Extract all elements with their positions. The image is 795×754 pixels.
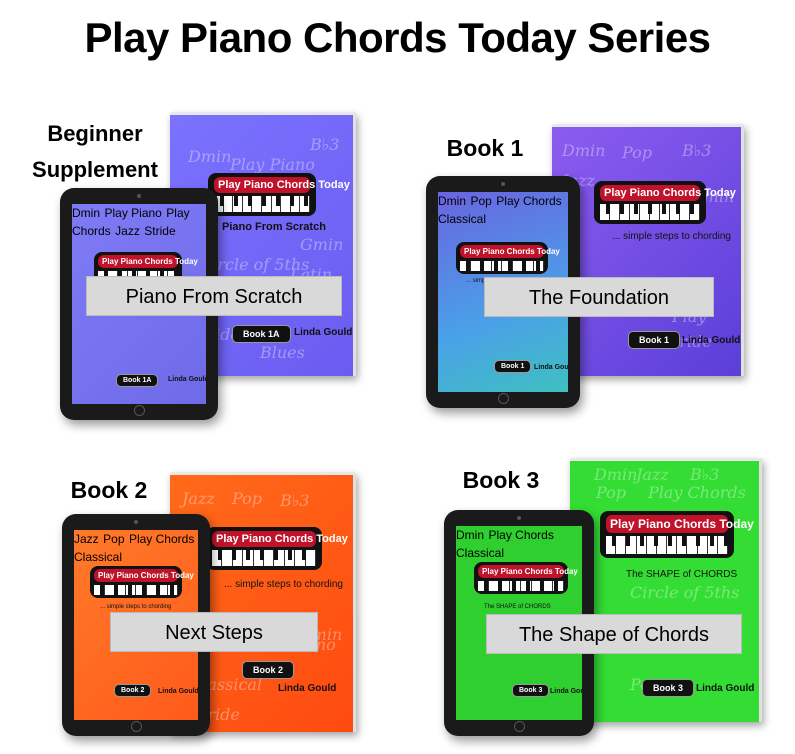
book-badge: Book 2 <box>242 661 295 679</box>
book-author: Linda Gould <box>278 683 337 694</box>
book-author: Linda Gould <box>294 327 353 338</box>
book-badge: Book 3 <box>642 679 695 697</box>
beginner-supplement-label: Beginner Supplement <box>32 121 158 182</box>
book-logo: Play Piano Chords Today <box>206 527 348 570</box>
book-1a-cover: Dmin Play Piano B♭3 Gmin Circle of 5ths … <box>170 112 356 376</box>
banner-piano-from-scratch: Piano From Scratch <box>86 276 342 316</box>
banner-the-foundation: The Foundation <box>484 277 714 317</box>
book-logo: Play Piano Chords Today <box>600 511 754 558</box>
book-subtitle: ... simple steps to chording <box>224 579 343 590</box>
book-1-cover: Dmin Pop B♭3 Jazz Emin Play Stride Play … <box>552 124 744 376</box>
book-1-label: Book 1 <box>446 135 524 161</box>
book-badge: Book 1 <box>628 331 681 349</box>
book-author: Linda Gould <box>682 335 741 346</box>
book-3-label: Book 3 <box>462 467 540 493</box>
book-subtitle: The SHAPE of CHORDS <box>626 569 738 580</box>
book-badge: Book 1A <box>232 325 291 343</box>
book-logo: Play Piano Chords Today <box>594 181 736 224</box>
book-subtitle: ... simple steps to chording <box>612 231 731 242</box>
book-logo: Play Piano Chords Today <box>208 173 350 216</box>
book-author: Linda Gould <box>696 683 755 694</box>
book-3-cover: Dmin Jazz B♭3 Pop Play Chords Circle of … <box>570 458 762 722</box>
tablet-book-2: Jazz Pop Play Chords Classical Play Pian… <box>62 514 210 736</box>
banner-next-steps: Next Steps <box>110 612 318 652</box>
book-2-label: Book 2 <box>70 477 148 503</box>
book-subtitle: Piano From Scratch <box>222 221 326 233</box>
banner-the-shape-of-chords: The Shape of Chords <box>486 614 742 654</box>
page-title: Play Piano Chords Today Series <box>84 14 711 61</box>
